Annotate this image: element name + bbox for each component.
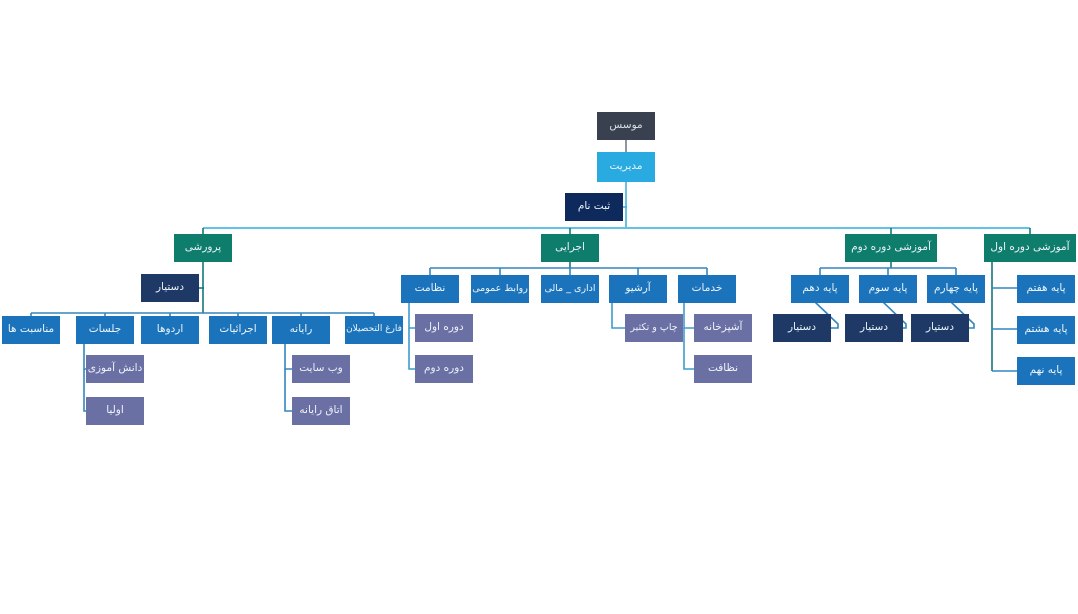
org-node-ravabet-omoomi[interactable]: روابط عمومی (471, 275, 529, 303)
org-node-registration[interactable]: ثبت نام (565, 193, 623, 221)
org-node-ejraiyat[interactable]: اجرائیات (209, 316, 267, 344)
org-node-nezamat[interactable]: نظامت (401, 275, 459, 303)
org-node-ejraei[interactable]: اجرایی (541, 234, 599, 262)
org-node-paye-nohom[interactable]: پایه نهم (1017, 357, 1075, 385)
org-node-founder[interactable]: موسس (597, 112, 655, 140)
org-node-nezafat[interactable]: نظافت (694, 355, 752, 383)
org-node-parvareshi[interactable]: پرورشی (174, 234, 232, 262)
org-node-faregh-tahsilan[interactable]: فارغ التحصیلان (345, 316, 403, 344)
org-node-dastyar-chaharom[interactable]: دستیار (911, 314, 969, 342)
org-node-paye-dahom[interactable]: پایه دهم (791, 275, 849, 303)
org-node-rayaneh[interactable]: رایانه (272, 316, 330, 344)
org-node-dastyar-dahom[interactable]: دستیار (773, 314, 831, 342)
org-node-jalasat[interactable]: جلسات (76, 316, 134, 344)
org-node-paye-haftom[interactable]: پایه هفتم (1017, 275, 1075, 303)
org-node-dore-dovom[interactable]: دوره دوم (415, 355, 473, 383)
org-node-dore-aval[interactable]: دوره اول (415, 314, 473, 342)
org-node-chap-taksir[interactable]: چاپ و تکثیر (625, 314, 683, 342)
org-node-monasebat[interactable]: مناسبت ها (2, 316, 60, 344)
org-node-khadamat[interactable]: خدمات (678, 275, 736, 303)
org-node-paye-sevom[interactable]: پایه سوم (859, 275, 917, 303)
org-node-paye-hashtom[interactable]: پایه هشتم (1017, 316, 1075, 344)
org-node-paye-chaharom[interactable]: پایه چهارم (927, 275, 985, 303)
org-node-otagh-rayaneh[interactable]: اتاق رایانه (292, 397, 350, 425)
org-node-ordooha[interactable]: اردوها (141, 316, 199, 344)
org-node-amoozeshi-dore-aval[interactable]: آموزشی دوره اول (984, 234, 1076, 262)
org-node-management[interactable]: مدیریت (597, 152, 655, 182)
org-node-olia[interactable]: اولیا (86, 397, 144, 425)
org-node-archive[interactable]: آرشیو (609, 275, 667, 303)
org-node-parvareshi-assistant[interactable]: دستیار (141, 274, 199, 302)
org-node-ashpazkhaneh[interactable]: آشپزخانه (694, 314, 752, 342)
org-node-dastyar-sevom[interactable]: دستیار (845, 314, 903, 342)
org-node-web-site[interactable]: وب سایت (292, 355, 350, 383)
org-node-edari-mali[interactable]: اداری _ مالی (541, 275, 599, 303)
org-node-amoozeshi-dore-dovom[interactable]: آموزشی دوره دوم (845, 234, 937, 262)
org-node-danesh-amoozi[interactable]: دانش آموزی (86, 355, 144, 383)
